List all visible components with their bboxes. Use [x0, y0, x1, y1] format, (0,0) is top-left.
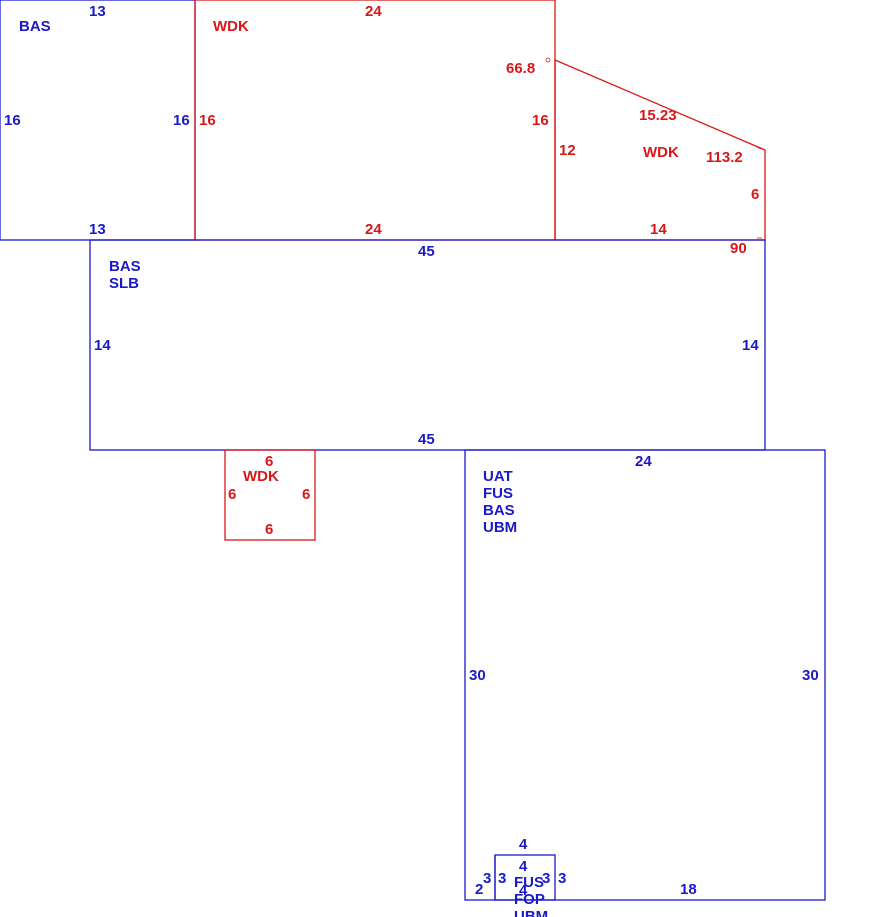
wdk-angled-code: WDK: [643, 144, 679, 161]
dim-uat-right: 30: [802, 667, 819, 684]
wdk-small-code: WDK: [243, 468, 279, 485]
uat-code-4: UBM: [483, 519, 517, 536]
dim-fop-bottom: 4: [519, 882, 528, 899]
uat-code-3: BAS: [483, 502, 515, 519]
dim-bas-top-left: 16: [4, 112, 21, 129]
angle-top: 66.8: [506, 60, 535, 77]
area-outlines: [0, 0, 826, 901]
dim-step-right: 3: [558, 870, 566, 887]
dim-fop-right: 3: [542, 870, 550, 887]
area-labels: BAS WDK WDK BAS SLB WDK UAT FUS BAS UBM …: [19, 18, 679, 917]
dim-wdk-small-top: 6: [265, 453, 273, 470]
angle-right: 113.2: [706, 149, 743, 166]
dim-bas-slb-bottom: 45: [418, 431, 435, 448]
dim-wdk-small-bottom: 6: [265, 521, 273, 538]
dim-wdk-top-left: 16: [199, 112, 216, 129]
dim-step-left: 3: [483, 870, 491, 887]
dim-wdk-small-right: 6: [302, 486, 310, 503]
wdk-top-code: WDK: [213, 18, 249, 35]
dim-bas-slb-right: 14: [742, 337, 759, 354]
fop-code-2: FOP: [514, 891, 545, 908]
angle-marker-top: [545, 57, 551, 63]
dim-fop-top: 4: [519, 836, 528, 853]
dim-bas-top-right: 16: [173, 112, 190, 129]
dim-wdk-top-bottom: 24: [365, 221, 382, 238]
bas-slb-outline: [89, 239, 766, 451]
wdk-small-outline: [224, 449, 316, 541]
dim-bas-slb-top: 45: [418, 243, 435, 260]
dim-bas-slb-left: 14: [94, 337, 111, 354]
dim-fop-left: 3: [498, 870, 506, 887]
dim-wdk-top-top: 24: [365, 3, 382, 20]
uat-code-2: FUS: [483, 485, 513, 502]
uat-code-1: UAT: [483, 468, 513, 485]
dim-bas-top-top: 13: [89, 3, 106, 20]
fop-code-1: FUS: [514, 874, 544, 891]
dim-wdk-angled-bottom: 14: [650, 221, 667, 238]
bas-top-code: BAS: [19, 18, 51, 35]
dim-fop-top-inner: 4: [519, 858, 528, 875]
dim-wdk-top-right: 16: [532, 112, 549, 129]
dim-wdk-small-left: 6: [228, 486, 236, 503]
angle-bottom: 90: [730, 240, 747, 257]
bas-top-outline: [0, 0, 196, 241]
angle-marker-right: [756, 146, 762, 150]
dim-uat-top: 24: [635, 453, 652, 470]
fop-code-3: UBM: [514, 908, 548, 917]
dim-uat-left: 30: [469, 667, 486, 684]
dim-uat-bottom-left: 2: [475, 881, 483, 898]
wdk-top-outline: [194, 0, 556, 241]
dim-wdk-angled-left: 12: [559, 142, 576, 159]
dim-wdk-angled-slope: 15.23: [639, 107, 677, 124]
dim-uat-bottom: 18: [680, 881, 697, 898]
bas-slb-code-1: BAS: [109, 258, 141, 275]
dim-bas-top-bottom: 13: [89, 221, 106, 238]
uat-main-outline: [464, 449, 826, 901]
dim-wdk-angled-right: 6: [751, 186, 759, 203]
angle-markers: [545, 57, 762, 239]
dimension-labels: 13 13 16 16 24 24 16 16 12 15.23 6 14 66…: [4, 3, 819, 899]
bas-slb-code-2: SLB: [109, 275, 139, 292]
